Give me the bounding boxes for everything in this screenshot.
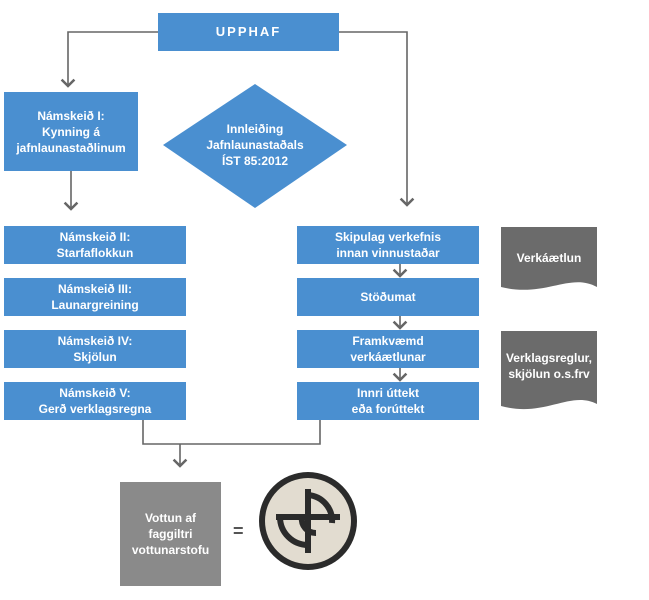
course-1-box: Námskeið I: Kynning á jafnlaunastaðlinum	[4, 92, 138, 171]
step-1-box: Skipulag verkefnis innan vinnustaðar	[297, 226, 479, 264]
step-3-label: Framkvæmd verkáætlunar	[350, 334, 426, 364]
document-1-label: Verkáætlun	[516, 251, 582, 265]
diamond-shape	[163, 84, 347, 208]
arrow-start-to-right	[339, 31, 415, 207]
step-3-box: Framkvæmd verkáætlunar	[297, 330, 479, 368]
course-1-label: Námskeið I: Kynning á jafnlaunastaðlinum	[16, 108, 126, 155]
certification-label: Vottun af faggiltri vottunarstofu	[131, 511, 210, 557]
step-4-label: Innri úttekt eða forúttekt	[351, 386, 425, 416]
document-shape-2	[501, 331, 597, 410]
step-1-label: Skipulag verkefnis innan vinnustaðar	[334, 230, 442, 260]
document-shape-1	[501, 227, 597, 290]
course-2-box: Námskeið II: Starfaflokkun	[4, 226, 186, 264]
step-2-label: Stöðumat	[360, 290, 416, 304]
step-2-box: Stöðumat	[297, 278, 479, 316]
course-4-box: Námskeið IV: Skjölun	[4, 330, 186, 368]
certification-box: Vottun af faggiltri vottunarstofu	[120, 482, 221, 586]
course-3-label: Námskeið III: Launargreining	[51, 282, 139, 312]
start-box: UPPHAF	[158, 13, 339, 51]
step-4-box: Innri úttekt eða forúttekt	[297, 382, 479, 420]
course-5-label: Námskeið V: Gerð verklagsregna	[38, 386, 152, 416]
document-2-label: Verklagsreglur, skjölun o.s.frv	[505, 351, 593, 381]
course-4-label: Námskeið IV: Skjölun	[57, 334, 133, 364]
diamond-label: Innleiðing Jafnlaunastaðals ÍST 85:2012	[206, 122, 304, 168]
certification-seal-icon	[259, 472, 357, 570]
arrow-start-to-left	[60, 31, 158, 88]
course-5-box: Námskeið V: Gerð verklagsregna	[4, 382, 186, 420]
course-2-label: Námskeið II: Starfaflokkun	[56, 230, 134, 260]
start-label: UPPHAF	[215, 24, 282, 39]
merge-line	[142, 420, 321, 445]
course-3-box: Námskeið III: Launargreining	[4, 278, 186, 316]
equals-sign: =	[233, 521, 244, 541]
